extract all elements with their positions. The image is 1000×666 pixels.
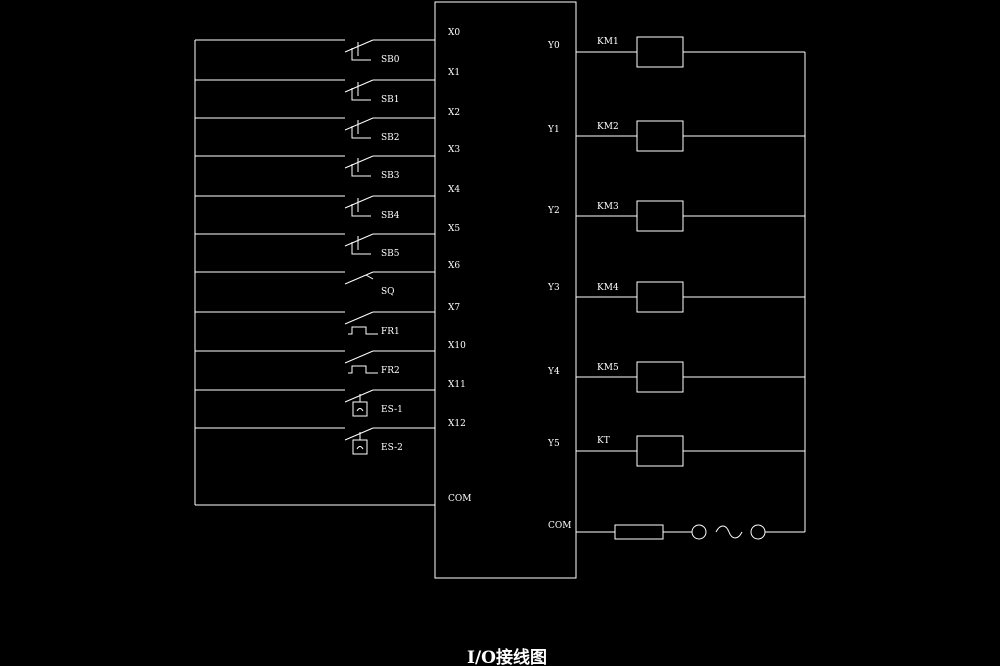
wire <box>344 233 374 247</box>
input-terminal-label: X0 <box>448 28 460 38</box>
wire <box>344 311 374 325</box>
input-row: ES-2 X12 <box>195 419 466 455</box>
output-terminal-label: Y4 <box>547 367 560 377</box>
input-device-label: ES-2 <box>381 443 403 453</box>
input-terminal-label: X11 <box>448 380 466 390</box>
wire <box>344 155 374 169</box>
output-row: Y3 KM4 <box>547 281 805 313</box>
wire <box>351 204 371 217</box>
input-device-label: ES-1 <box>381 405 403 415</box>
output-row: Y4 KM5 <box>547 361 805 393</box>
input-row: SB1 X1 <box>195 68 460 105</box>
input-row: SB2 X2 <box>195 108 460 143</box>
output-com-label: COM <box>548 521 571 531</box>
fuse-icon <box>614 524 664 540</box>
input-terminal-label: X12 <box>448 419 466 429</box>
wire <box>351 242 371 255</box>
pushbutton-icon <box>344 39 374 61</box>
wire <box>344 427 374 441</box>
wire <box>344 195 374 209</box>
input-terminal-label: X6 <box>448 261 460 271</box>
wire <box>344 117 374 131</box>
input-device-label: FR1 <box>381 327 400 337</box>
input-device-label: SQ <box>381 287 395 297</box>
input-section: SB0X0SB1X1SB2X2SB3X3SB4X4SB5X5SQX6FR1X7F… <box>194 28 471 506</box>
input-row: SQ X6 <box>195 261 460 297</box>
coil-icon <box>636 435 684 467</box>
limit-switch-icon <box>344 271 374 285</box>
wire <box>344 271 374 285</box>
output-device-label: KM3 <box>597 202 619 212</box>
input-device-label: SB2 <box>381 133 400 143</box>
output-row: Y2 KM3 <box>547 200 805 232</box>
output-terminal-label: Y2 <box>547 206 560 216</box>
coil-icon <box>636 120 684 152</box>
diagram-title: I/O接线图 <box>467 647 547 666</box>
input-terminal-label: X4 <box>448 185 460 195</box>
thermal-relay-icon <box>344 350 378 374</box>
plc-frame <box>434 1 577 579</box>
input-row: SB0 X0 <box>195 28 460 65</box>
input-terminal-label: X2 <box>448 108 460 118</box>
wire <box>344 39 374 53</box>
output-row: Y1 KM2 <box>547 120 805 152</box>
input-com-label: COM <box>448 494 471 504</box>
wire <box>351 126 371 139</box>
emergency-stop-icon <box>344 389 374 417</box>
wire <box>365 274 374 280</box>
wire <box>348 365 378 374</box>
output-row: Y0 KM1 <box>547 36 805 68</box>
pushbutton-icon <box>344 117 374 139</box>
wire <box>344 79 374 93</box>
pushbutton-icon <box>344 155 374 177</box>
ac-source-icon <box>691 524 766 540</box>
output-row: Y5 KT <box>547 435 805 467</box>
input-device-label: SB5 <box>381 249 400 259</box>
pushbutton-icon <box>344 79 374 101</box>
input-terminal-label: X5 <box>448 224 460 234</box>
input-row: SB5 X5 <box>195 224 460 259</box>
pushbutton-icon <box>344 195 374 217</box>
input-terminal-label: X1 <box>448 68 460 78</box>
output-terminal-label: Y1 <box>547 125 560 135</box>
input-terminal-label: X3 <box>448 145 460 155</box>
coil-icon <box>636 36 684 68</box>
output-device-label: KM4 <box>597 283 619 293</box>
coil-icon <box>636 281 684 313</box>
output-terminal-label: Y3 <box>547 283 560 293</box>
wire <box>348 326 378 335</box>
output-device-label: KM1 <box>597 37 619 47</box>
pushbutton-icon <box>344 233 374 255</box>
wire <box>344 389 374 403</box>
input-device-label: SB4 <box>381 211 400 221</box>
output-terminal-label: Y0 <box>547 41 560 51</box>
output-device-label: KT <box>597 436 610 446</box>
coil-icon <box>636 361 684 393</box>
emergency-stop-icon <box>344 427 374 455</box>
input-row: FR2 X10 <box>195 341 466 376</box>
input-terminal-label: X10 <box>448 341 466 351</box>
plc-body <box>434 1 577 579</box>
input-row: ES-1 X11 <box>195 380 466 417</box>
input-row: SB4 X4 <box>195 185 460 221</box>
wire <box>351 48 371 61</box>
input-device-label: SB1 <box>381 95 400 105</box>
output-terminal-label: Y5 <box>547 439 560 449</box>
coil-icon <box>636 200 684 232</box>
input-device-label: SB3 <box>381 171 400 181</box>
output-device-label: KM2 <box>597 122 619 132</box>
input-device-label: SB0 <box>381 55 400 65</box>
input-row: FR1 X7 <box>195 303 460 337</box>
wire <box>351 88 371 101</box>
wire <box>351 164 371 177</box>
input-row: SB3 X3 <box>195 145 460 181</box>
input-terminal-label: X7 <box>448 303 460 313</box>
output-device-label: KM5 <box>597 363 619 373</box>
input-device-label: FR2 <box>381 366 400 376</box>
thermal-relay-icon <box>344 311 378 335</box>
wire <box>344 350 374 364</box>
